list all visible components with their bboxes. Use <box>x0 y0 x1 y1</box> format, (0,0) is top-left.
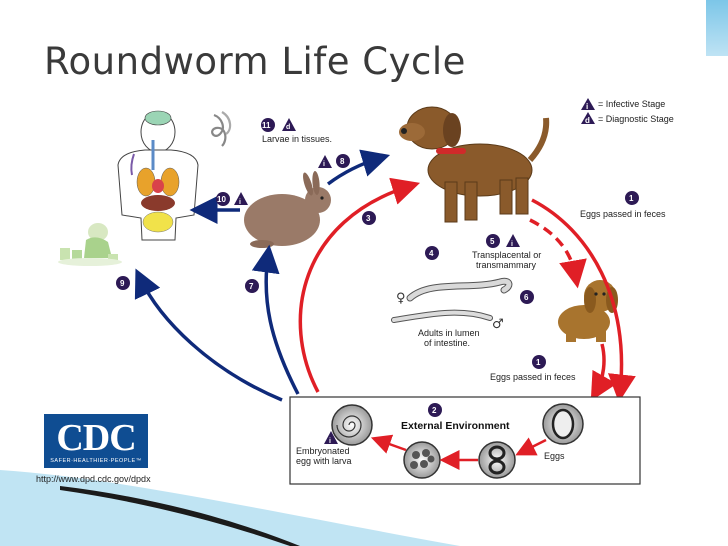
diagram-text: 1 <box>536 358 541 367</box>
child-playing-illustration <box>58 223 122 266</box>
diagram-text: i <box>239 199 241 206</box>
transplacental-label-line-1: Transplacental or <box>472 250 541 260</box>
diagram-text: 6 <box>524 293 529 302</box>
step-3-badge: 3 <box>362 211 376 225</box>
diagram-text: i <box>586 102 588 111</box>
adult-worms-illustration <box>391 277 513 323</box>
diagram-text: i <box>323 161 325 168</box>
slide-swoosh <box>0 470 460 546</box>
adults-label-line-2: of intestine. <box>424 338 470 348</box>
step-5-infective-icon: i <box>506 234 520 248</box>
legend-diagnostic-label: = Diagnostic Stage <box>598 114 674 124</box>
step-11-diagnostic-icon: d <box>282 118 296 131</box>
diagram-text: 1 <box>629 194 634 203</box>
diagram-text: 8 <box>340 157 345 166</box>
cdc-url-link[interactable]: http://www.dpd.cdc.gov/dpdx <box>36 474 151 484</box>
diagram-text: i <box>329 438 331 445</box>
diagram-text: 2 <box>432 406 437 415</box>
diagram-text: 4 <box>429 249 434 258</box>
arrow-environment-to-dog <box>298 177 421 393</box>
rabbit-illustration <box>244 171 331 248</box>
diagram-text: 10 <box>217 195 226 204</box>
eggs-in-feces-label-top: Eggs passed in feces <box>580 209 666 219</box>
step-4-badge: 4 <box>425 246 439 260</box>
embryonated-infective-icon: i <box>324 431 338 445</box>
egg-two-cell-icon <box>478 441 516 479</box>
step-10-badge: 10 <box>216 192 230 206</box>
human-figure-illustration <box>117 110 199 241</box>
step-9-badge: 9 <box>116 276 130 290</box>
egg-morula-icon <box>403 441 441 479</box>
diagram-text: 9 <box>120 279 125 288</box>
diagram-text: d <box>286 124 290 131</box>
diagnostic-stage-icon: d <box>581 112 595 125</box>
larvae-in-tissue-illustration <box>211 111 232 147</box>
arrow-puppy-to-environment <box>590 343 617 402</box>
adults-label-line-1: Adults in lumen <box>418 328 480 338</box>
embryonated-label-line-1: Embryonated <box>296 446 350 456</box>
cdc-tagline: SAFER·HEALTHIER·PEOPLE™ <box>50 458 142 464</box>
diagram-text: 3 <box>366 214 371 223</box>
arrow-dog-to-puppy <box>529 218 587 289</box>
step-5-badge: 5 <box>486 234 500 248</box>
step-2-badge: 2 <box>428 403 442 417</box>
diagram-text: 11 <box>262 121 271 130</box>
arrow-rabbit-to-dog <box>326 149 391 186</box>
step-6-badge: 6 <box>520 290 534 304</box>
step-8-badge: 8 <box>336 154 350 168</box>
dog-illustration <box>399 106 550 223</box>
diagram-text: 7 <box>249 282 254 291</box>
infective-stage-icon: i <box>581 98 595 111</box>
step-7-badge: 7 <box>245 279 259 293</box>
slide-corner-accent <box>706 0 728 56</box>
slide-swoosh-dark <box>60 486 300 546</box>
arrow-environment-to-child <box>134 268 283 402</box>
male-symbol: ♂ <box>492 317 504 332</box>
step-8-infective-icon: i <box>318 155 332 168</box>
cdc-logo-text: CDC <box>56 417 136 459</box>
arrow-environment-to-rabbit <box>251 244 300 395</box>
slide-title: Roundworm Life Cycle <box>44 40 466 83</box>
female-symbol: ♀ <box>396 291 406 306</box>
step-1-badge-bottom: 1 <box>532 355 546 369</box>
eggs-label: Eggs <box>544 451 565 461</box>
diagram-text: d <box>585 116 590 125</box>
external-environment-label: External Environment <box>401 420 510 432</box>
egg-unembryonated-icon <box>542 403 584 445</box>
step-1-badge-top: 1 <box>625 191 639 205</box>
larvae-in-tissues-label: Larvae in tissues. <box>262 134 332 144</box>
step-10-infective-icon: i <box>234 192 248 206</box>
transplacental-label-line-2: transmammary <box>476 260 537 270</box>
arrow-egg-to-two-cell <box>515 437 547 456</box>
diagram-text: i <box>511 241 513 248</box>
legend-infective-label: = Infective Stage <box>598 99 665 109</box>
eggs-in-feces-label-bottom: Eggs passed in feces <box>490 372 576 382</box>
embryonated-egg-icon <box>331 404 373 446</box>
cdc-logo <box>44 414 148 468</box>
embryonated-label-line-2: egg with larva <box>296 456 352 466</box>
arrow-morula-to-embryonated <box>370 434 407 454</box>
step-11-badge: 11 <box>261 118 275 132</box>
legend: i = Infective Stage d = Diagnostic Stage <box>581 98 674 125</box>
arrow-dog-to-environment <box>531 198 636 403</box>
diagram-text: 5 <box>490 237 495 246</box>
